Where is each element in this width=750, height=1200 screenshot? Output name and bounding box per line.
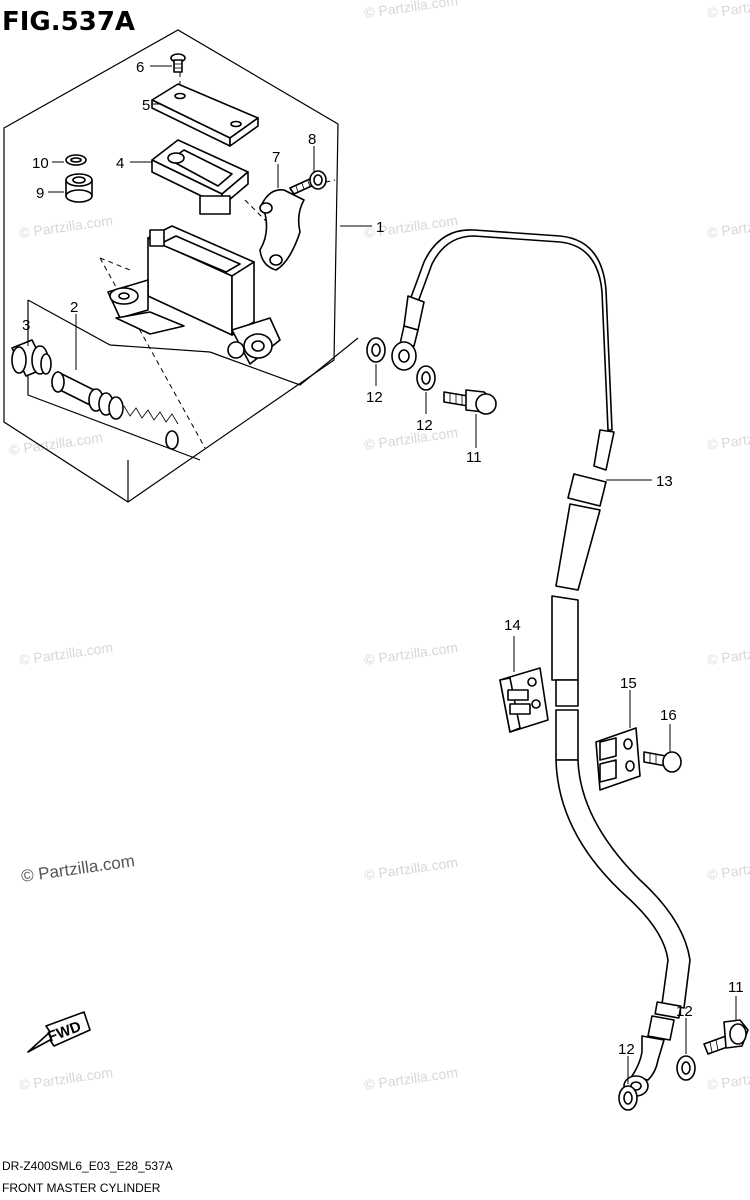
alignment-line [244,199,276,231]
callout-13: 13 [656,473,673,490]
callout-9: 9 [36,185,44,202]
washer-part-12-upper-a [366,337,386,363]
figure-name: FRONT MASTER CYLINDER [2,1181,161,1195]
assembly-outline [3,29,339,503]
alignment-line [99,257,131,271]
clamp-part-7 [259,188,305,271]
callout-11: 11 [728,979,744,996]
watermark: © Partzilla.com [363,854,459,883]
washer-part-12-upper-b [416,365,436,391]
watermark: © Partzilla.com [363,1064,459,1093]
diaphragm-part-4 [151,139,249,215]
callout-12: 12 [676,1003,693,1020]
banjo-bolt-part-11-lower [703,1019,749,1055]
callout-8: 8 [308,131,316,148]
watermark: © Partzilla.com [18,639,114,668]
master-cylinder-body [107,225,281,365]
bolt-part-16 [643,751,682,773]
bracket-part-14 [499,667,549,733]
guide-line [27,300,201,461]
forward-direction-arrow: FWD [27,1011,91,1053]
callout-2: 2 [70,299,78,316]
watermark: © Partzilla.com [706,0,750,21]
bushing-part-9 [65,173,93,203]
callout-16: 16 [660,707,677,724]
alignment-line [289,179,336,191]
guide-line [209,337,359,386]
watermark: © Partzilla.com [706,424,750,453]
callout-11: 11 [466,449,482,466]
guide-line [27,299,211,353]
bolt-part-8 [289,170,327,195]
screw-part-6 [170,53,186,73]
callouts: 6 5 4 10 9 7 8 1 3 2 12 12 11 13 14 15 1… [22,59,744,1058]
watermark: © Partzilla.com [706,1064,750,1093]
washer-part-12-lower-a [618,1085,638,1111]
callout-5: 5 [142,97,150,114]
watermark: © Partzilla.com [363,0,459,21]
leader-lines [27,65,737,1084]
watermark: © Partzilla.com [18,212,114,241]
callout-6: 6 [136,59,144,76]
bracket-part-15 [595,727,641,791]
reservoir-cap-part-5 [151,83,259,147]
banjo-bolt-part-11-upper [443,389,497,415]
callout-10: 10 [32,155,49,172]
watermark: © Partzilla.com [706,639,750,668]
callout-12: 12 [618,1041,635,1058]
callout-7: 7 [272,149,280,166]
watermark: © Partzilla.com [363,639,459,668]
brake-hose-part-13 [391,229,691,1097]
callout-4: 4 [116,155,124,172]
watermark: © Partzilla.com [363,424,459,453]
callout-12: 12 [416,417,433,434]
watermark: © Partzilla.com [706,854,750,883]
callout-1: 1 [376,219,384,236]
watermark: © Partzilla.com [706,212,750,241]
piston-set-part-2-3 [11,339,179,450]
figure-title: FIG.537A [2,7,135,37]
callout-12: 12 [366,389,383,406]
figure-code: DR-Z400SML6_E03_E28_537A [2,1159,173,1173]
callout-3: 3 [22,317,30,334]
washer-part-12-lower-b [676,1055,696,1081]
o-ring-inner [70,157,82,163]
callout-15: 15 [620,675,637,692]
callout-14: 14 [504,617,521,634]
watermark-prominent: © Partzilla.com [20,851,136,886]
watermark: © Partzilla.com [18,1064,114,1093]
